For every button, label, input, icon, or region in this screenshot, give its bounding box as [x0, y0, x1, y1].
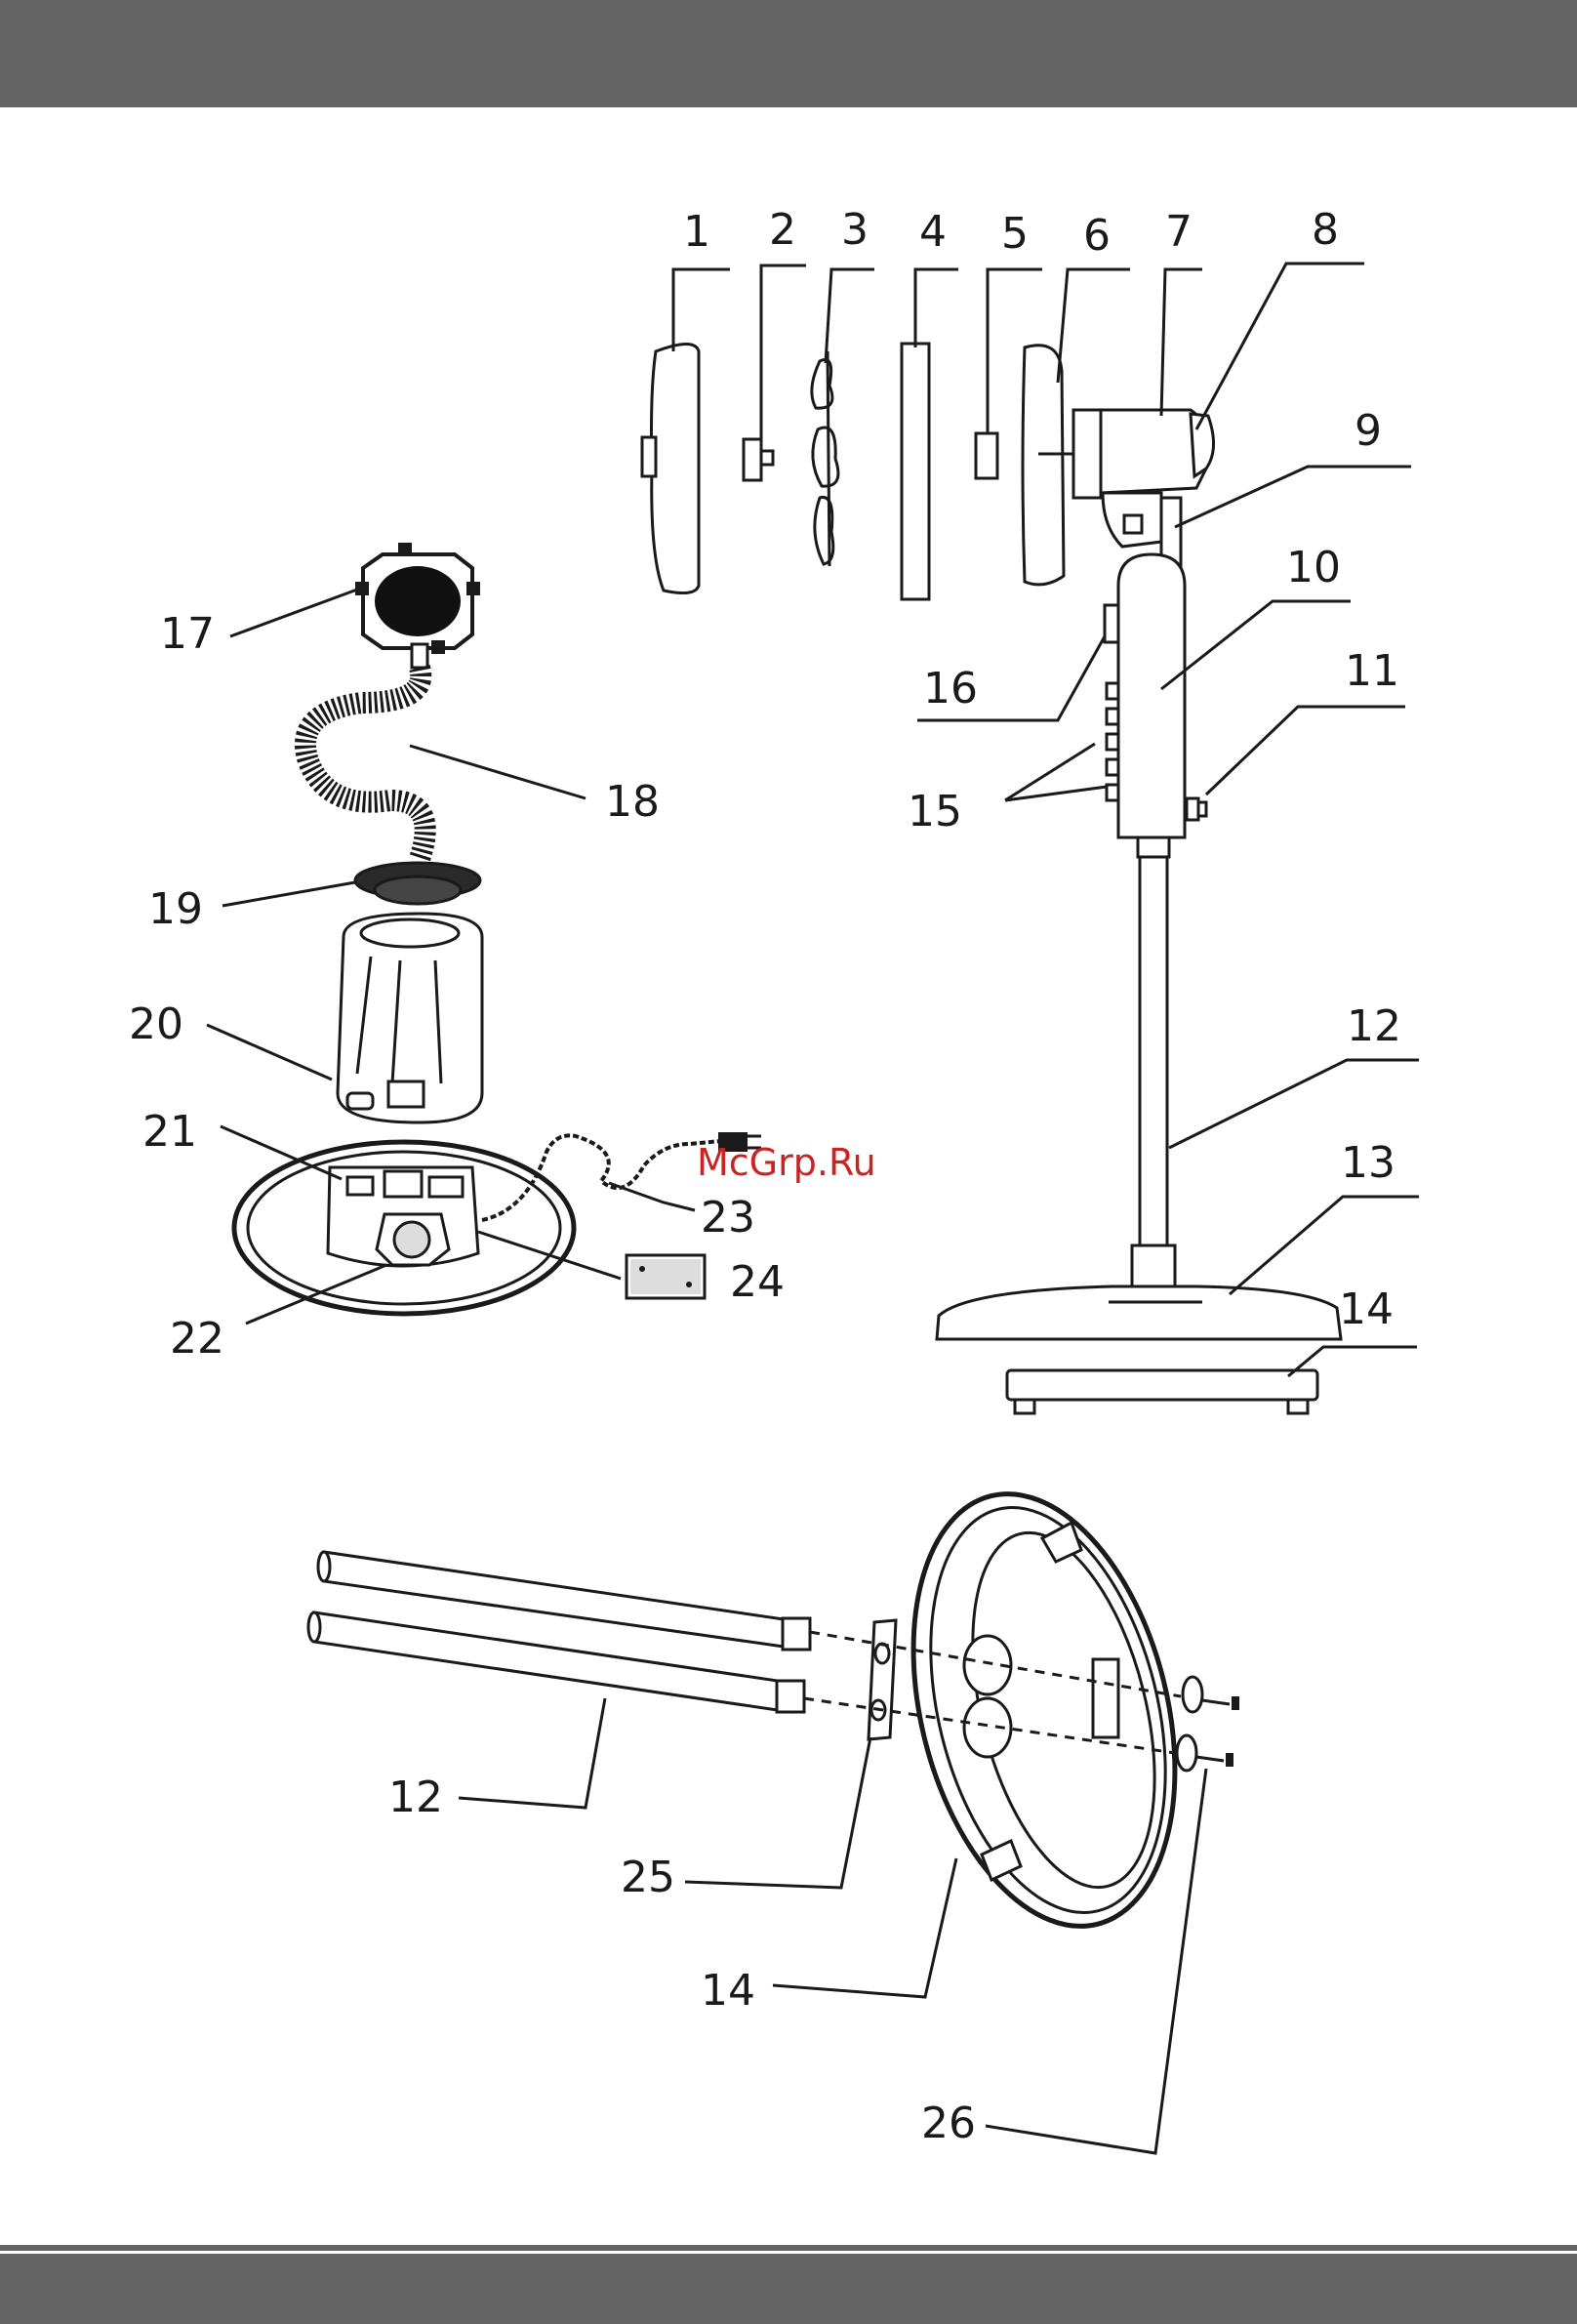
callout-19: 19 — [148, 884, 203, 934]
part-24-label-plate — [627, 1255, 705, 1298]
callout-11: 11 — [1345, 646, 1399, 696]
callout-2: 2 — [769, 205, 796, 255]
callout-8: 8 — [1312, 205, 1339, 255]
part-10-control-body — [1118, 554, 1185, 837]
part-1-front-grille — [642, 345, 699, 593]
callout-16: 16 — [923, 664, 978, 714]
callout-23: 23 — [701, 1193, 755, 1243]
part-20-water-tank — [338, 914, 482, 1122]
callout-3: 3 — [841, 205, 869, 255]
callout-12: 12 — [1347, 1001, 1401, 1051]
callout-24: 24 — [730, 1257, 785, 1307]
callout-7: 7 — [1165, 207, 1193, 257]
part-8-motor-rear-cover — [1191, 414, 1214, 476]
callout-9: 9 — [1355, 406, 1382, 456]
part-14-base-plate-rear-view — [871, 1466, 1217, 1954]
callout-5: 5 — [1001, 209, 1029, 259]
callout-21: 21 — [142, 1107, 197, 1157]
part-2-spinner-cap — [744, 439, 773, 480]
callout-13: 13 — [1341, 1138, 1395, 1188]
part-13-base-cover — [937, 1245, 1341, 1339]
part-5-locking-nut — [976, 433, 997, 478]
callout-6: 6 — [1083, 211, 1111, 261]
bottom-footer-band — [0, 2245, 1577, 2324]
callout-18: 18 — [605, 777, 660, 827]
callout-12-base-view: 12 — [388, 1773, 443, 1822]
callout-20: 20 — [129, 999, 183, 1049]
callout-25: 25 — [621, 1853, 675, 1902]
callout-26: 26 — [921, 2099, 976, 2148]
part-11-height-lock-knob — [1187, 798, 1206, 820]
part-3-fan-blade — [812, 351, 838, 566]
callout-10: 10 — [1286, 543, 1341, 592]
part-17-mist-nozzle — [355, 543, 480, 668]
part-16-power-switch — [1105, 605, 1118, 642]
part-15-control-buttons — [1107, 683, 1118, 800]
part-14-base-plate — [1007, 1370, 1317, 1413]
part-25-mounting-bracket — [869, 1620, 896, 1739]
callout-22: 22 — [170, 1314, 224, 1364]
footer-divider-line — [0, 2251, 1577, 2254]
callout-17: 17 — [160, 609, 215, 659]
callout-15: 15 — [908, 787, 962, 836]
exploded-parts-diagram: 1 2 3 4 5 6 7 8 9 10 11 16 15 12 13 14 1… — [0, 0, 1577, 2245]
watermark: McGrp.Ru — [697, 1141, 876, 1184]
part-22-ultrasonic-transducer — [377, 1214, 449, 1265]
part-4-grille-ring — [902, 344, 929, 599]
part-19-hose-filter-disc — [355, 863, 480, 904]
callout-14: 14 — [1339, 1284, 1394, 1334]
part-26-screws-and-washers — [1177, 1677, 1239, 1771]
callout-14-base-view: 14 — [701, 1966, 755, 2016]
part-12-telescopic-pole — [1138, 837, 1169, 1247]
part-18-flexible-hose — [305, 668, 425, 859]
callout-1: 1 — [683, 207, 710, 257]
part-12-pole-tubes — [308, 1552, 810, 1712]
callout-4: 4 — [919, 207, 947, 257]
